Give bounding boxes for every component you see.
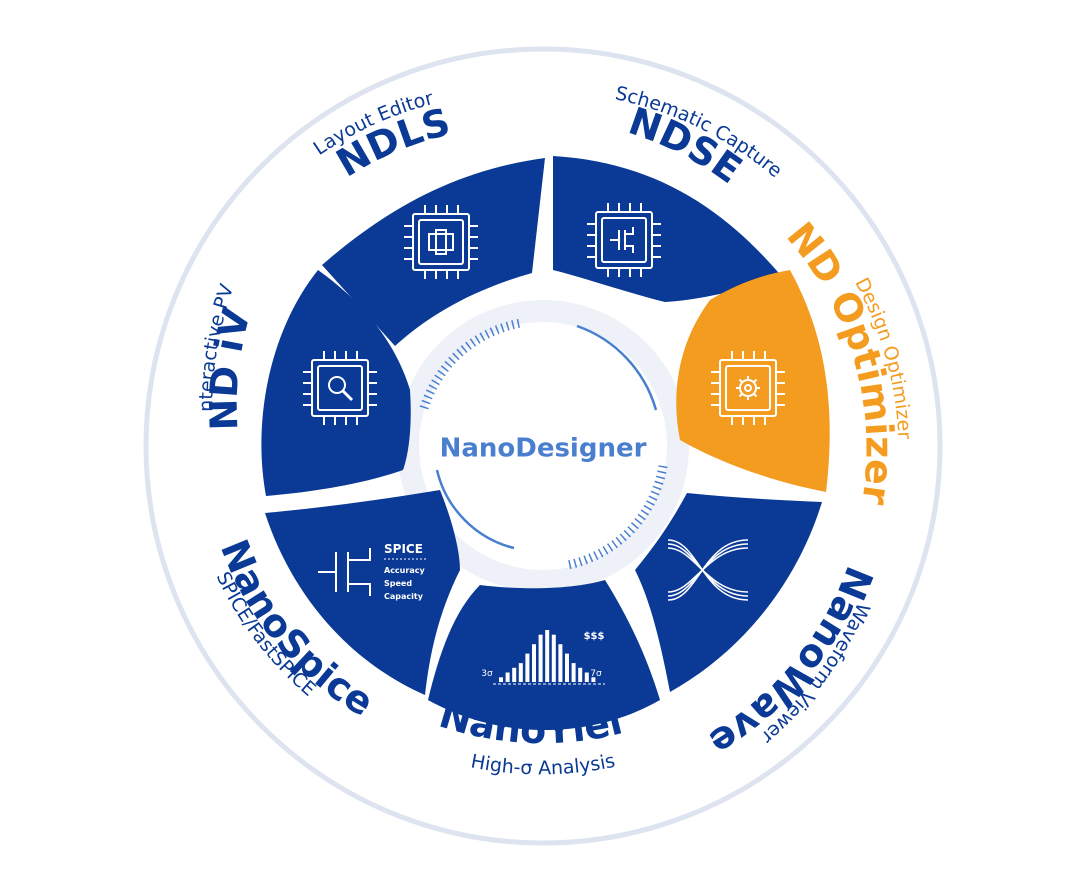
- histogram-bar: [538, 634, 543, 682]
- segment-nanowave[interactable]: [635, 493, 822, 692]
- hub-dash-top: [419, 318, 522, 410]
- magnifier-chip-icon: [303, 351, 377, 425]
- histogram-bar: [591, 677, 596, 682]
- nanoyield-subtitle: High-σ Analysis: [469, 750, 617, 780]
- hub-arc-right: [576, 324, 658, 411]
- histogram-bar: [512, 667, 517, 682]
- outer-ring: [143, 46, 943, 846]
- yield-top-label: $$$: [584, 631, 605, 642]
- segment-nanospice[interactable]: SPICE Accuracy Speed Capacity: [265, 490, 460, 695]
- histogram-bar: [558, 644, 563, 682]
- segment-nd-optimizer[interactable]: [676, 270, 830, 492]
- histogram-bar: [525, 653, 530, 682]
- spice-line-2: Speed: [384, 579, 412, 588]
- segment-nanoyield[interactable]: 3σ 7σ $$$: [428, 580, 660, 730]
- histogram-bar: [518, 663, 523, 682]
- histogram-bar: [565, 653, 569, 682]
- spice-title: SPICE: [384, 542, 423, 556]
- layout-chip-icon: [404, 205, 478, 279]
- spice-line-3: Capacity: [384, 592, 424, 601]
- yield-left-label: 3σ: [481, 669, 493, 679]
- gear-chip-icon: [711, 351, 785, 425]
- histogram-bar: [571, 663, 576, 682]
- spice-line-1: Accuracy: [384, 566, 425, 575]
- center-title: NanoDesigner: [440, 434, 647, 464]
- histogram-bar: [545, 630, 550, 682]
- center-hub: NanoDesigner: [397, 300, 689, 592]
- yield-right-label: 7σ: [590, 669, 602, 679]
- waveform-icon: [667, 539, 749, 601]
- histogram-bar: [551, 634, 556, 682]
- spice-icon: SPICE Accuracy Speed Capacity: [318, 542, 428, 601]
- histogram-bar: [584, 672, 589, 682]
- histogram-bars: [499, 630, 596, 682]
- segment-ndse[interactable]: [553, 156, 783, 302]
- histogram-bar: [578, 667, 583, 682]
- nd-iv-subtitle: Interactive PV: [0, 0, 238, 412]
- segment-nd-iv[interactable]: [261, 270, 411, 496]
- hub-dash-bottom: [567, 465, 668, 570]
- histogram-bar: [499, 677, 503, 682]
- histogram-bar: [505, 672, 510, 682]
- histogram-bar: [532, 644, 536, 682]
- histogram-icon: 3σ 7σ $$$: [481, 630, 605, 685]
- schematic-chip-icon: [587, 203, 661, 277]
- hub-arc-left: [435, 469, 515, 550]
- segment-ndls[interactable]: [322, 158, 545, 346]
